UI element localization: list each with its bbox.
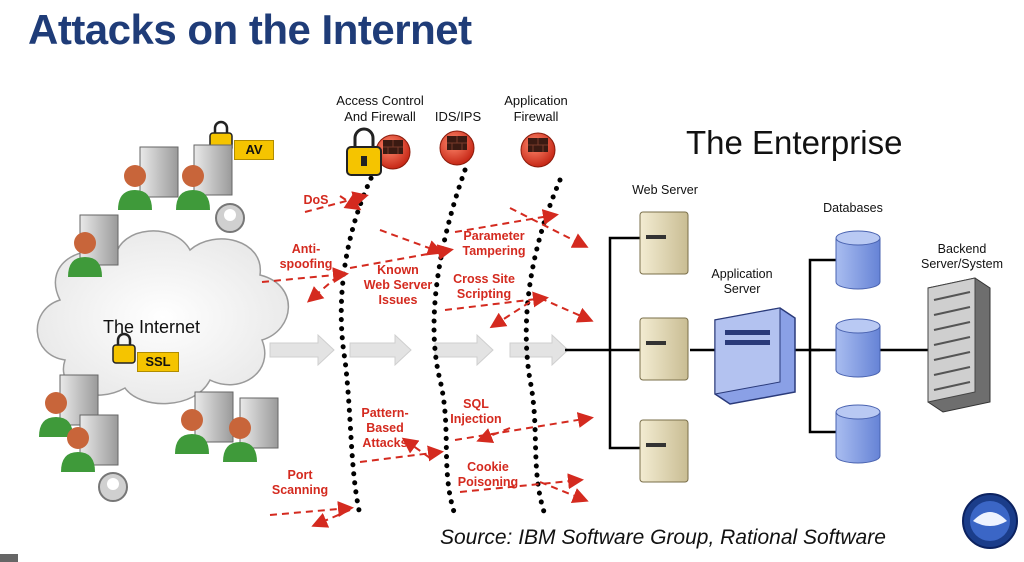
access-control-line-1: Access Control	[336, 93, 424, 108]
app-server-line-1: Application	[711, 267, 773, 281]
attack-cross-site-scripting: Cross Site Scripting	[444, 272, 524, 302]
firewall-icon-app	[520, 132, 556, 168]
known-issues-line-1: Known	[377, 263, 419, 277]
xss-line-2: Scripting	[456, 287, 512, 301]
known-issues-line-3: Issues	[378, 293, 418, 307]
attack-anti-spoofing: Anti- spoofing	[270, 242, 342, 272]
databases-label: Databases	[823, 201, 883, 215]
corner-tab	[0, 554, 18, 562]
app-firewall-label: Application Firewall	[490, 93, 582, 125]
sql-line-1: SQL	[463, 397, 489, 411]
app-firewall-line-1: Application	[504, 93, 568, 108]
attack-port-scanning: Port Scanning	[262, 468, 338, 498]
user-icons	[39, 165, 257, 472]
xss-line-1: Cross Site	[453, 272, 515, 286]
attack-parameter-tampering: Parameter Tampering	[452, 229, 536, 259]
client-computers	[59, 144, 279, 466]
padlock-icon	[112, 332, 136, 364]
access-control-label: Access Control And Firewall	[320, 93, 440, 125]
attack-sql-injection: SQL Injection	[440, 397, 512, 427]
app-server-label: Application Server	[700, 267, 784, 297]
attack-known-issues: Known Web Server Issues	[358, 263, 438, 308]
param-tampering-line-1: Parameter	[463, 229, 525, 243]
page-title: Attacks on the Internet	[28, 6, 472, 53]
attack-arrows	[261, 191, 594, 528]
pattern-line-1: Pattern-	[361, 406, 409, 420]
sql-line-2: Injection	[450, 412, 502, 426]
cookie-line-2: Poisoning	[457, 475, 519, 489]
pattern-line-2: Based	[366, 421, 404, 435]
attack-pattern-based: Pattern- Based Attacks	[350, 406, 420, 451]
port-scanning-line-2: Scanning	[271, 483, 329, 497]
backend-line-1: Backend	[937, 242, 987, 256]
threat-skull-icon	[98, 472, 128, 502]
attack-dos: DoS	[303, 193, 329, 207]
padlock-icon	[346, 127, 382, 176]
app-firewall-line-2: Firewall	[513, 109, 559, 124]
pattern-line-3: Attacks	[362, 436, 408, 450]
ssl-badge: SSL	[137, 352, 179, 372]
port-scanning-line-1: Port	[287, 468, 313, 482]
enterprise-label: The Enterprise	[686, 124, 903, 161]
source-caption: Source: IBM Software Group, Rational Sof…	[440, 526, 886, 549]
ids-ips-label: IDS/IPS	[434, 109, 482, 124]
internet-label: The Internet	[103, 317, 201, 337]
access-control-line-2: And Firewall	[344, 109, 416, 124]
web-server-label: Web Server	[632, 183, 698, 197]
application-server-icon	[714, 307, 796, 405]
backend-line-2: Server/System	[921, 257, 1003, 271]
threat-skull-icon	[215, 203, 245, 233]
web-server-icons	[639, 211, 689, 483]
firewall-barriers	[338, 167, 563, 518]
firewall-icon-access	[375, 134, 411, 170]
firewall-icon-ids	[439, 130, 475, 166]
attack-cookie-poisoning: Cookie Poisoning	[452, 460, 524, 490]
anti-spoofing-line-2: spoofing	[279, 257, 333, 271]
logo-emblem	[962, 493, 1018, 549]
database-icons	[835, 230, 881, 464]
known-issues-line-2: Web Server	[363, 278, 433, 292]
backend-label: Backend Server/System	[912, 242, 1012, 272]
traffic-arrows	[269, 333, 569, 367]
anti-spoofing-line-1: Anti-	[291, 242, 321, 256]
cookie-line-1: Cookie	[467, 460, 509, 474]
app-server-line-2: Server	[723, 282, 761, 296]
param-tampering-line-2: Tampering	[462, 244, 526, 258]
backend-server-icon	[927, 277, 991, 413]
network-links	[565, 236, 928, 450]
av-badge: AV	[234, 140, 274, 160]
